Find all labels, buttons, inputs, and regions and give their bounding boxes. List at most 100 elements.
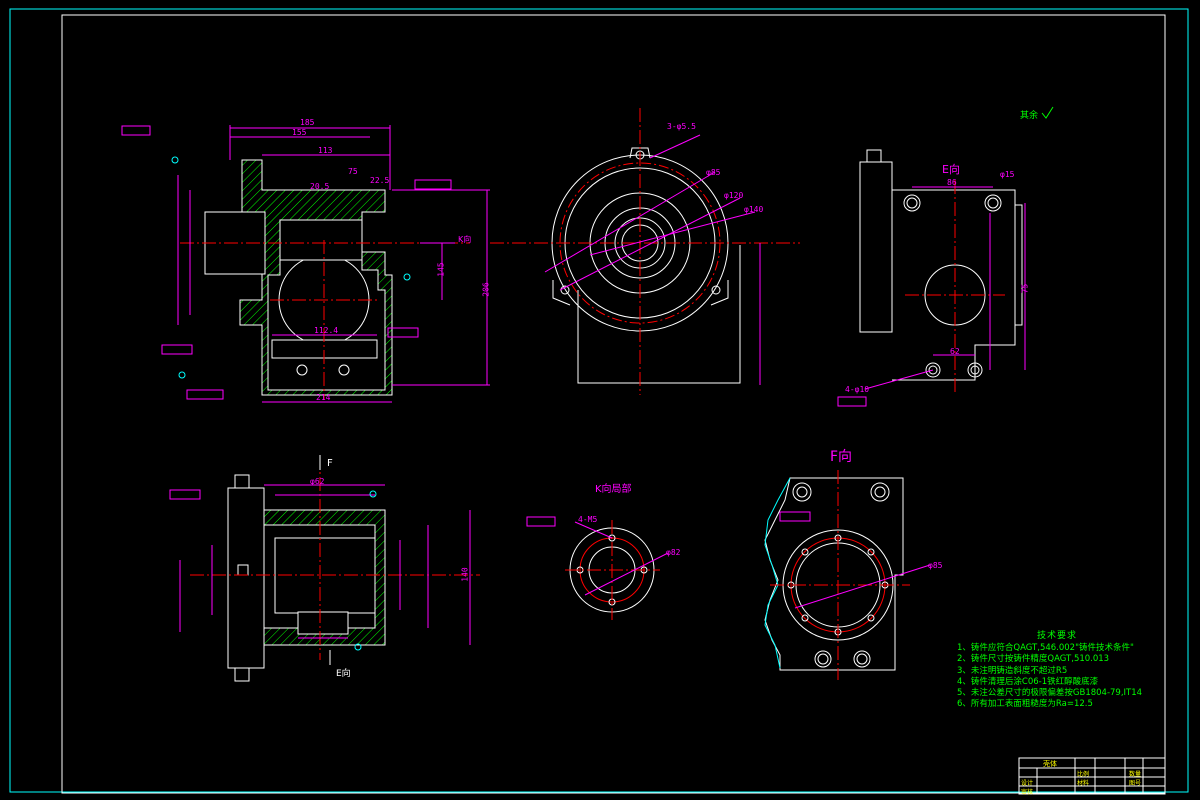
f-hole-tl-in	[796, 486, 808, 498]
dim-label-112: 112.4	[314, 326, 339, 335]
e-body	[892, 189, 1016, 381]
bottom-hatch	[263, 509, 386, 646]
f-outline	[764, 477, 904, 671]
k-dim-ray	[584, 552, 669, 596]
tech-requirements: 技术要求 1、铸件应符合QAGT,546.002"铸件技术条件" 2、铸件尺寸按…	[957, 631, 1157, 710]
dim-label-206: 206	[481, 282, 491, 297]
f-hole-br-in	[856, 653, 868, 665]
front-dim-ray-1	[544, 171, 716, 273]
e-flange	[1014, 204, 1023, 326]
dim-label-155: 155	[292, 128, 307, 137]
e-label-bottom: 62	[950, 347, 960, 356]
e-hole-tl	[903, 194, 921, 212]
datum-marker-1	[171, 156, 179, 164]
f-tol-frame	[779, 511, 811, 522]
e-marker-label: E向	[336, 669, 351, 679]
e-label-holes: 4-φ10	[845, 385, 870, 394]
f-bolt-6	[801, 614, 809, 622]
tol-frame-5	[387, 327, 419, 338]
datum-marker-2	[403, 273, 411, 281]
title-block-cell: 图号	[1129, 780, 1142, 787]
title-block-name: 壳体	[1043, 760, 1057, 768]
front-dim-ray-3	[589, 211, 756, 256]
title-block-cell: 数量	[1129, 771, 1142, 778]
roughness-note: 其余	[1020, 111, 1039, 121]
f-hole-br	[853, 650, 871, 668]
main-bottom-hole-1	[296, 364, 308, 376]
title-block-cell: 审核	[1021, 789, 1034, 796]
dim-label-dia-2: φ120	[724, 191, 744, 200]
dim-label-dia-3: φ140	[744, 205, 764, 214]
e-hole-tr-in	[987, 197, 999, 209]
tech-item: 2、铸件尺寸按铸件精度QAGT,510.013	[957, 654, 1110, 665]
e-tol-frame	[837, 396, 867, 407]
front-view	[490, 108, 800, 395]
tol-frame-2	[414, 179, 452, 190]
title-block-cell: 比例	[1077, 771, 1090, 778]
k-hole-1	[608, 534, 616, 542]
bottom-small-sq	[237, 564, 249, 576]
front-dim-ray-2	[559, 197, 741, 291]
tech-item: 6、所有加工表面粗糙度为Ra=12.5	[957, 699, 1093, 710]
front-lug-hole-right	[711, 285, 721, 295]
dim-label-185: 185	[300, 118, 315, 127]
k-leader	[574, 521, 613, 539]
e-view-title: E向	[942, 163, 960, 176]
title-block-grid	[1018, 757, 1166, 795]
f-break-line	[764, 477, 791, 669]
k-arrow-label: K向	[458, 235, 472, 244]
f-marker-label: F	[327, 458, 333, 469]
f-label-dia: φ85	[928, 561, 943, 570]
dim-label-75: 75	[348, 167, 358, 176]
title-block-cell: 设计	[1021, 780, 1034, 787]
dim-label-dia-1: φ85	[706, 168, 721, 177]
k-view-title: K向局部	[595, 484, 632, 495]
k-label-dia: φ82	[666, 548, 681, 557]
f-view	[764, 470, 931, 680]
e-label-dia: φ15	[1000, 170, 1015, 179]
tech-requirements-heading: 技术要求	[1036, 631, 1077, 641]
main-section-hatch	[239, 159, 393, 396]
tol-frame-4	[186, 389, 224, 400]
tech-item: 1、铸件应符合QAGT,546.002"铸件技术条件"	[957, 643, 1134, 654]
tol-frame-1	[121, 125, 151, 136]
f-view-title: F向	[830, 449, 853, 465]
e-hole-br	[967, 362, 983, 378]
front-lug-left	[552, 280, 571, 306]
bottom-datum-2	[354, 643, 362, 651]
f-hole-bl	[814, 650, 832, 668]
e-view	[837, 149, 1026, 407]
front-dim-ray-4	[649, 134, 701, 159]
main-cavity	[279, 219, 363, 261]
e-tab	[866, 149, 882, 163]
f-hole-tr-in	[874, 486, 886, 498]
tech-item: 4、铸件清理后涂C06-1铁红醇酸底漆	[957, 676, 1099, 687]
outer-frame	[9, 8, 1189, 793]
e-hole-tr	[984, 194, 1002, 212]
datum-marker-3	[178, 371, 186, 379]
e-side-strip	[859, 161, 893, 333]
k-tol-frame	[526, 516, 556, 527]
e-hole-tl-in	[906, 197, 918, 209]
tech-item: 5、未注公差尺寸的极限偏差按GB1804-79,IT14	[957, 688, 1143, 699]
e-label-side: 75	[1020, 283, 1030, 294]
inner-frame	[61, 14, 1166, 794]
dim-label-20-5: 20.5	[310, 182, 330, 191]
f-hole-tr	[870, 482, 890, 502]
tech-item: 3、未注明铸造斜度不超过R5	[957, 665, 1068, 676]
k-view	[526, 516, 669, 620]
e-hole-bl	[925, 362, 941, 378]
dim-label-hole: 3-φ5.5	[667, 122, 696, 131]
bottom-label-mid: 140	[460, 567, 470, 582]
front-lug-right	[710, 280, 729, 306]
roughness-symbol	[1041, 106, 1054, 119]
k-label-holes: 4-M5	[578, 515, 598, 524]
dim-label-113: 113	[318, 146, 333, 155]
dim-label-22-5: 22.5	[370, 176, 390, 185]
e-hole-bl-in	[928, 365, 938, 375]
bottom-slot	[297, 611, 349, 635]
f-bolt-4	[867, 614, 875, 622]
f-hole-bl-in	[817, 653, 829, 665]
e-label-width: 86	[947, 178, 957, 187]
